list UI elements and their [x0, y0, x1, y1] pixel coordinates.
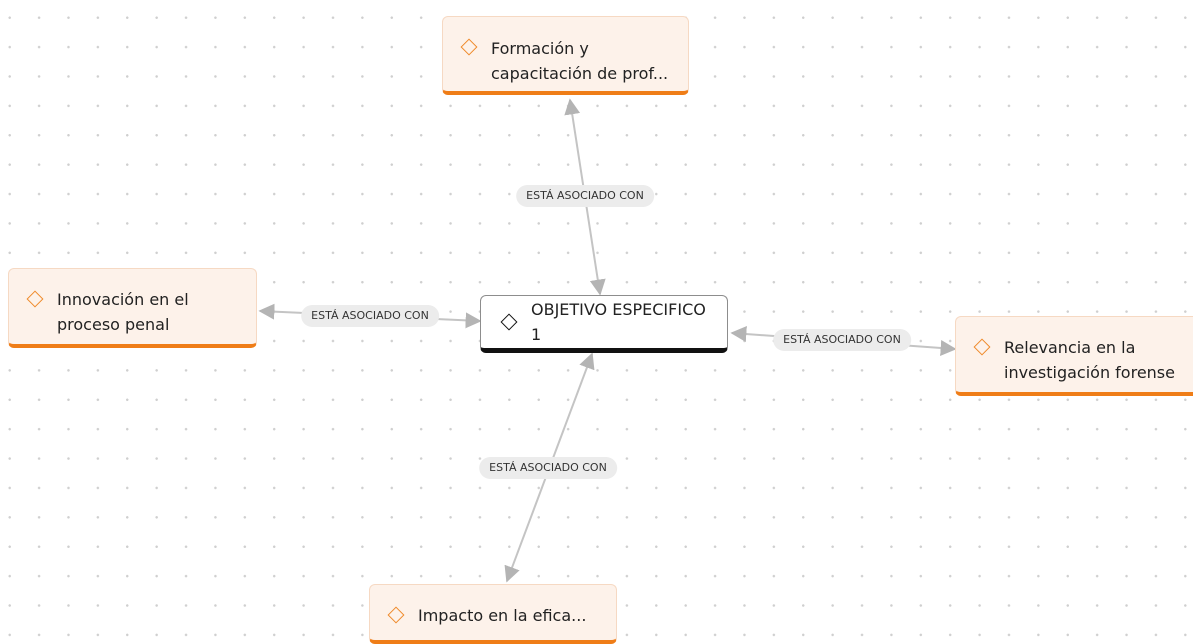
node-left-label: Innovación en el proceso penal — [57, 290, 189, 334]
edge-label-top[interactable]: ESTÁ ASOCIADO CON — [516, 185, 654, 207]
edge-label-left[interactable]: ESTÁ ASOCIADO CON — [301, 305, 439, 327]
diamond-icon — [500, 313, 518, 331]
diamond-icon — [460, 38, 478, 56]
node-center-label: OBJETIVO ESPECIFICO 1 — [531, 300, 706, 344]
node-left[interactable]: Innovación en el proceso penal — [8, 268, 257, 348]
node-center[interactable]: OBJETIVO ESPECIFICO 1 — [480, 295, 728, 353]
edge-label-bottom[interactable]: ESTÁ ASOCIADO CON — [479, 457, 617, 479]
node-right[interactable]: Relevancia en la investigación forense — [955, 316, 1193, 396]
diamond-icon — [26, 290, 44, 308]
node-bottom[interactable]: Impacto en la efica... — [369, 584, 617, 644]
node-top[interactable]: Formación y capacitación de prof... — [442, 16, 689, 95]
diamond-icon — [973, 338, 991, 356]
node-bottom-label: Impacto en la efica... — [418, 606, 587, 625]
node-right-label: Relevancia en la investigación forense — [1004, 338, 1175, 382]
edge-label-right[interactable]: ESTÁ ASOCIADO CON — [773, 329, 911, 351]
diamond-icon — [387, 606, 405, 624]
node-top-label: Formación y capacitación de prof... — [491, 39, 669, 83]
